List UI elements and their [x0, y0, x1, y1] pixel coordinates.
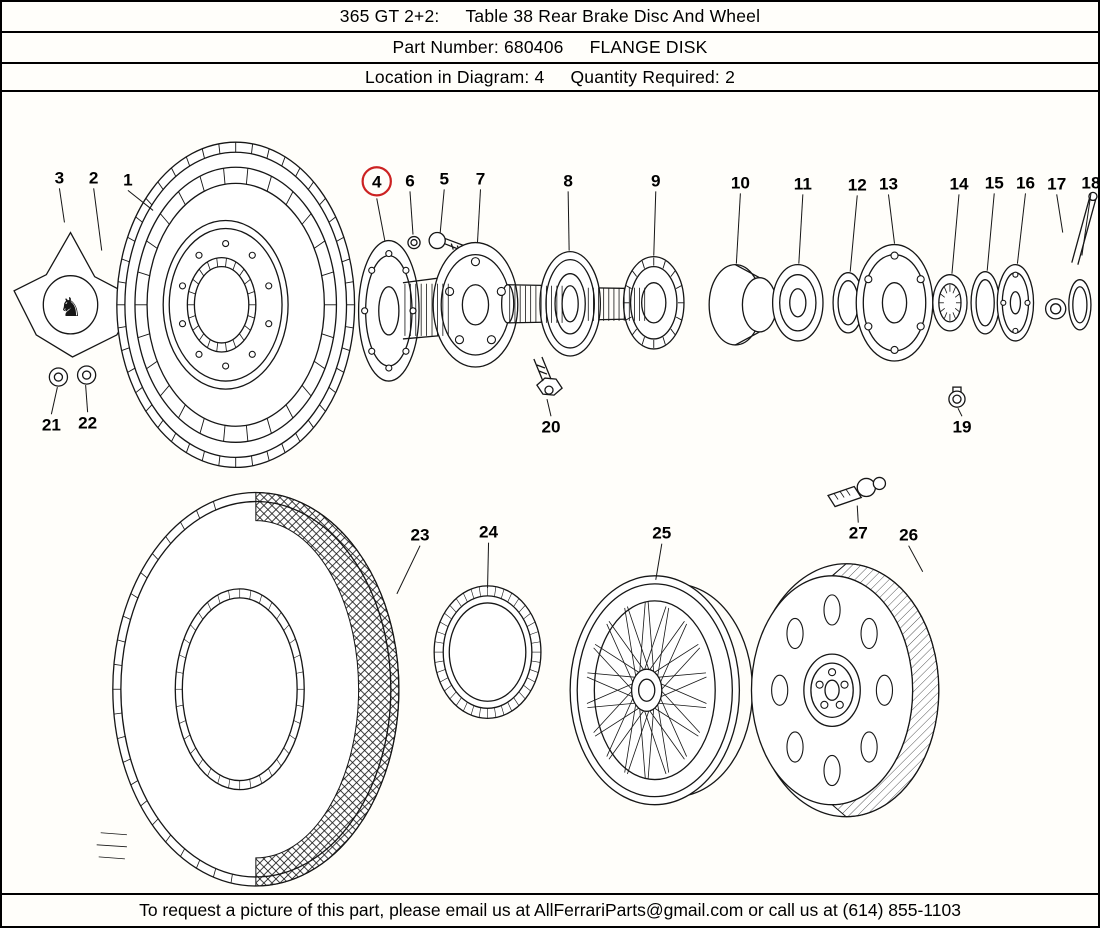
leader-line-16: [1016, 193, 1026, 264]
leader-line-7: [476, 189, 481, 243]
callout-26: 26: [899, 526, 918, 545]
decor-lines: [112, 142, 1031, 884]
hub-flange-part13: [855, 243, 934, 362]
part-number-value: 680406: [503, 37, 564, 57]
leader-line-3: [58, 188, 65, 223]
header-part-row: Part Number: 680406 FLANGE DISK: [2, 33, 1098, 64]
leader-line-13: [887, 194, 896, 244]
bearing-part11: [771, 263, 824, 342]
leader-line-26: [908, 545, 924, 573]
callout-16: 16: [1016, 173, 1035, 192]
location-value: 4: [534, 66, 545, 87]
leader-line-17: [1056, 194, 1064, 233]
leader-line-18: [1081, 193, 1092, 256]
spacer-cone-part10: [708, 263, 778, 346]
nut-part19: [948, 386, 966, 408]
ferrari-horse-icon: ♞: [59, 293, 82, 323]
washer-part6: [407, 235, 421, 250]
callout-20: 20: [541, 417, 560, 436]
callout-2: 2: [89, 168, 99, 187]
table-title: Table 38 Rear Brake Disc And Wheel: [465, 6, 761, 26]
footer-contact-text: To request a picture of this part, pleas…: [139, 900, 961, 920]
page-footer: To request a picture of this part, pleas…: [2, 893, 1098, 926]
callout-8: 8: [563, 171, 573, 190]
bolt-part20: [533, 356, 563, 396]
leader-line-24: [487, 542, 490, 588]
callout-10: 10: [731, 173, 750, 192]
callout-17: 17: [1047, 174, 1066, 193]
leader-line-11: [798, 194, 804, 264]
stub-axle-parts17-18: [1044, 191, 1098, 331]
callout-14: 14: [949, 174, 969, 193]
bearing-part9: [622, 255, 685, 350]
highlight-circle: [361, 166, 392, 197]
location-label: Location in Diagram:: [364, 66, 530, 87]
exploded-diagram: ♞: [13, 141, 1098, 887]
leader-line-4: [376, 198, 386, 241]
callout-6: 6: [405, 171, 415, 190]
callout-12: 12: [848, 175, 867, 194]
bearing-part8: [539, 250, 602, 357]
leader-line-12: [849, 195, 858, 272]
callout-15: 15: [985, 173, 1005, 192]
bolt-part5: [428, 231, 470, 254]
leader-line-10: [735, 193, 741, 264]
leader-line-15: [986, 193, 995, 271]
brake-disc: [116, 141, 356, 469]
leader-line-19: [957, 407, 963, 417]
leader-line-2: [93, 188, 103, 251]
knockoff-spinner: ♞: [13, 231, 138, 358]
callout-18: 18: [1081, 173, 1098, 192]
leader-line-14: [951, 194, 960, 274]
exploded-diagram-area: ♞: [2, 92, 1098, 893]
wheel-hub-part7: [432, 241, 519, 368]
leader-line-22: [85, 385, 89, 413]
leader-line-8: [567, 191, 570, 251]
part-number-label: Part Number:: [392, 37, 499, 57]
callout-11: 11: [794, 174, 813, 193]
tire-part23: [96, 491, 400, 887]
steel-wheel-part26: [750, 563, 940, 818]
quantity-label: Quantity Required:: [570, 66, 720, 87]
header-location-row: Location in Diagram: 4 Quantity Required:…: [2, 64, 1098, 92]
spinner-nuts: [48, 365, 97, 387]
bearing-part14: [932, 274, 968, 332]
callout-1: 1: [123, 170, 133, 189]
model-name: 365 GT 2+2:: [339, 6, 440, 26]
leader-line-23: [396, 545, 421, 595]
header-title-row: 365 GT 2+2: Table 38 Rear Brake Disc And …: [2, 2, 1098, 33]
callout-9: 9: [651, 171, 661, 190]
leader-line-25: [655, 543, 663, 580]
callout-25: 25: [652, 524, 672, 543]
ring-part15: [970, 271, 1000, 335]
leader-line-5: [439, 189, 445, 233]
leader-line-20: [546, 399, 552, 417]
valve-stem-part27: [827, 476, 887, 508]
callout-23: 23: [411, 526, 430, 545]
callout-5: 5: [439, 169, 449, 188]
leader-line-21: [50, 386, 58, 415]
callout-19: 19: [952, 417, 971, 436]
callout-3: 3: [55, 168, 65, 187]
callout-13: 13: [879, 174, 898, 193]
callout-24: 24: [479, 523, 499, 542]
wire-wheel-part25: [569, 575, 754, 806]
callout-27: 27: [849, 524, 868, 543]
leader-line-9: [653, 191, 657, 256]
quantity-value: 2: [725, 66, 735, 87]
callout-22: 22: [78, 413, 97, 432]
leader-line-1: [127, 189, 154, 211]
part-name: FLANGE DISK: [589, 37, 708, 57]
callout-21: 21: [42, 415, 62, 434]
leader-line-6: [409, 191, 414, 235]
leader-line-27: [856, 505, 859, 523]
callout-4: 4: [372, 172, 382, 191]
callout-7: 7: [476, 169, 486, 188]
